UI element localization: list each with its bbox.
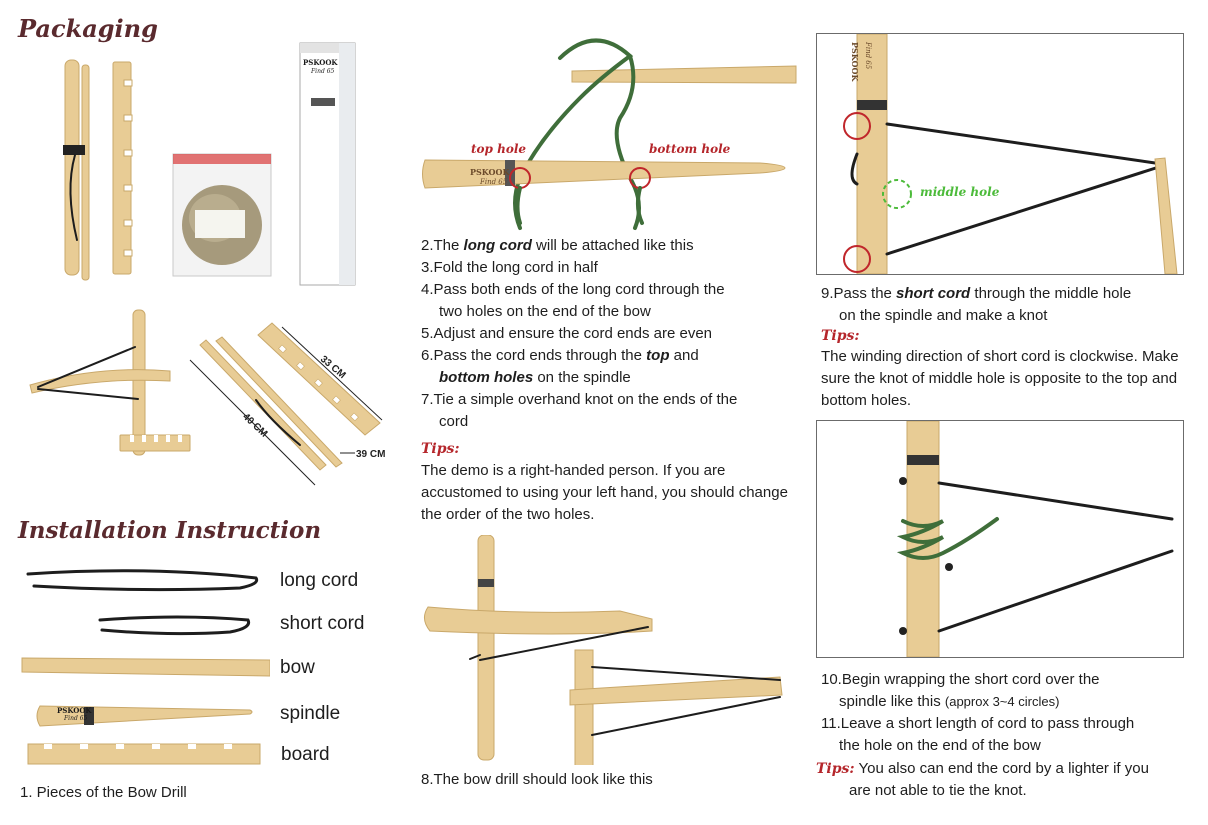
photo-frame-step9 [816, 33, 1184, 275]
bundled-spindle-image [63, 59, 90, 281]
step-7: 7.Tie a simple overhand knot on the ends… [421, 391, 738, 430]
photo-frame-step10 [816, 420, 1184, 658]
spindle-sub: Find 65 [64, 715, 88, 722]
tinder-bag-image [172, 153, 272, 277]
top-hole-label: top hole [471, 142, 527, 156]
mid-brand-sub: Find 65 [480, 178, 508, 186]
bottom-hole-label: bottom hole [649, 142, 731, 156]
pieces-images [21, 569, 270, 765]
box-brand: PSKOOK [303, 58, 338, 67]
middle-hole-label: middle hole [920, 185, 1000, 199]
right-brand-sub: Find 65 [864, 42, 872, 70]
dimension-39cm: 39 CM [356, 449, 386, 460]
step-10: 10.Begin wrapping the short cord over th… [821, 671, 1100, 710]
label-bow: bow [280, 657, 315, 678]
right-tips2: Tips: You also can end the cord by a lig… [816, 760, 1149, 799]
assembled-bow-drill-image [29, 309, 191, 456]
spindle-brand: PSKOOK [57, 706, 92, 715]
step-5: 5.Adjust and ensure the cord ends are ev… [421, 325, 713, 342]
pieces-caption: 1. Pieces of the Bow Drill [20, 784, 187, 801]
installation-heading: Installation Instruction [18, 517, 322, 544]
packaging-photos [63, 42, 356, 286]
middle-tips-label: Tips: [421, 441, 460, 457]
step-2: 2.The long cord will be attached like th… [421, 237, 694, 254]
step-8: 8.The bow drill should look like this [421, 771, 653, 788]
step-3: 3.Fold the long cord in half [421, 259, 598, 276]
spindle-cord-attach-image [422, 38, 797, 230]
dimension-image [189, 322, 383, 486]
spindle-image [36, 705, 253, 727]
product-box-image [299, 42, 356, 286]
step-6: 6.Pass the cord ends through the top and… [421, 347, 699, 386]
wrapping-image [896, 420, 1174, 658]
long-cord-image [26, 569, 259, 592]
label-board: board [281, 744, 330, 765]
assembled-and-dimension-photos [29, 309, 383, 486]
right-brand: PSKOOK [850, 42, 860, 82]
right-tips-text: The winding direction of short cord is c… [821, 348, 1179, 409]
middle-hole-image [843, 33, 1178, 275]
box-sub: Find 65 [311, 68, 335, 75]
middle-steps: 2.The long cord will be attached like th… [421, 235, 801, 433]
middle-tips-text: The demo is a right-handed person. If yo… [421, 462, 788, 523]
bow-image [21, 657, 270, 677]
board-piece-image [27, 743, 261, 765]
label-long-cord: long cord [280, 570, 359, 591]
label-short-cord: short cord [280, 613, 365, 634]
assembled-look-image [424, 535, 790, 765]
right-tips-label: Tips: [821, 328, 860, 344]
mid-brand: PSKOOK [470, 167, 510, 177]
step-9: 9.Pass the short cord through the middle… [821, 285, 1132, 324]
short-cord-image [98, 615, 251, 636]
board-image [112, 61, 133, 275]
packaging-heading: Packaging [18, 14, 158, 43]
step-4: 4.Pass both ends of the long cord throug… [421, 281, 725, 320]
label-spindle: spindle [280, 703, 341, 724]
step-11: 11.Leave a short length of cord to pass … [821, 715, 1135, 754]
